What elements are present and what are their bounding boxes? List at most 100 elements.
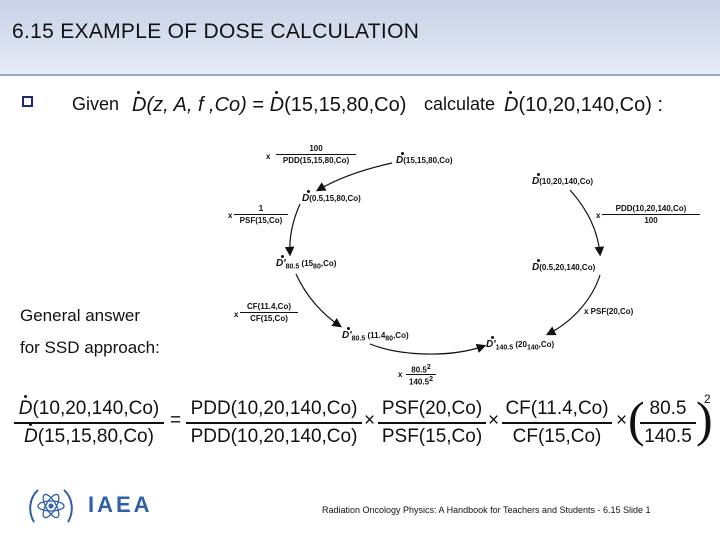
cf-denominator: CF(15,Co) bbox=[512, 425, 602, 447]
equals-sign: = bbox=[170, 410, 182, 431]
formula-lhs: D(10,20,140,Co) D(15,15,80,Co) bbox=[14, 398, 164, 448]
formula-term-pdd: PDD(10,20,140,Co) PDD(10,20,140,Co) bbox=[186, 398, 362, 448]
factor-bar bbox=[234, 214, 288, 215]
dose-rate-symbol: D bbox=[132, 94, 147, 116]
dose-args-post: ,Co) bbox=[320, 259, 337, 268]
final-formula: D(10,20,140,Co) D(15,15,80,Co) = PDD(10,… bbox=[14, 391, 714, 452]
dose-rate-symbol: D bbox=[532, 176, 540, 187]
lhs-num-args: (10,20,140,Co) bbox=[32, 398, 160, 419]
dose-args: (0.5,20,140,Co) bbox=[539, 263, 596, 272]
times-sign: × bbox=[488, 410, 500, 431]
dose-prime-subscript: 80.5 bbox=[285, 263, 300, 271]
given-lhs-args: (z, A, f ,Co) bbox=[146, 94, 247, 116]
general-answer-line-2: for SSD approach: bbox=[20, 338, 160, 357]
factor-num: 100 bbox=[309, 144, 323, 153]
factor-times: x bbox=[596, 211, 601, 220]
dose-args-sub: 140 bbox=[526, 344, 539, 352]
fraction-bar bbox=[640, 422, 696, 424]
calculate-expression: D(10,20,140,Co) : bbox=[504, 94, 663, 117]
exponent: 2 bbox=[704, 392, 711, 406]
footer-citation: Radiation Oncology Physics: A Handbook f… bbox=[322, 505, 651, 515]
factor-num: 80.52 bbox=[406, 364, 436, 375]
factor-times: x bbox=[228, 211, 233, 220]
dose-args-post: ,Co) bbox=[538, 340, 555, 349]
arrow-down-right-1 bbox=[569, 189, 605, 257]
factor-bar bbox=[406, 374, 436, 375]
formula-term-cf: CF(11.4,Co) CF(15,Co) bbox=[502, 398, 612, 448]
given-equals: = bbox=[252, 94, 265, 116]
checkbox-bullet-icon bbox=[22, 96, 33, 107]
dose-args: (10,20,140,Co) bbox=[539, 177, 594, 186]
dose-rate-symbol: D bbox=[24, 425, 38, 447]
dose-rate-symbol: D′ bbox=[276, 258, 286, 269]
dose-0-5-20-140: D(0.5,20,140,Co) bbox=[532, 262, 595, 273]
left-paren: ( bbox=[628, 391, 645, 447]
dose-prime-subscript: 80.5 bbox=[351, 335, 366, 343]
given-rhs-args: (15,15,80,Co) bbox=[284, 94, 407, 116]
factor-den: 100 bbox=[644, 216, 658, 225]
lhs-den-args: (15,15,80,Co) bbox=[37, 425, 154, 447]
dose-prime-subscript: 140.5 bbox=[495, 344, 514, 352]
formula-term-psf: PSF(20,Co) PSF(15,Co) bbox=[378, 398, 486, 448]
given-label: Given bbox=[72, 94, 120, 114]
factor-times: x bbox=[398, 370, 403, 379]
times-sign: × bbox=[616, 410, 628, 431]
arrow-down-left-2 bbox=[284, 203, 301, 257]
factor-psf-20: x PSF(20,Co) bbox=[584, 307, 634, 316]
pdd-denominator: PDD(10,20,140,Co) bbox=[190, 425, 358, 447]
psf-numerator: PSF(20,Co) bbox=[381, 398, 483, 419]
dose-rate-symbol: D bbox=[269, 94, 285, 116]
given-expression: D(z, A, f ,Co) = D(15,15,80,Co) bbox=[132, 94, 406, 117]
isl-numerator: 80.5 bbox=[649, 398, 687, 419]
fraction-bar bbox=[186, 422, 362, 424]
lhs-denominator: D(15,15,80,Co) bbox=[14, 424, 164, 448]
calculate-args: (10,20,140,Co) bbox=[518, 94, 652, 116]
dose-0-5-15-80: D(0.5,15,80,Co) bbox=[302, 193, 361, 204]
fraction-bar bbox=[14, 422, 164, 424]
times-sign: × bbox=[364, 410, 376, 431]
dose-10-20-140: D(10,20,140,Co) bbox=[532, 176, 593, 187]
dose-args-pre: (20 bbox=[515, 340, 527, 349]
fraction-bar bbox=[378, 422, 486, 424]
dose-prime-80-5: D′80.5 (1580,Co) bbox=[276, 258, 336, 271]
factor-num: 1 bbox=[258, 204, 264, 213]
factor-den: 140.52 bbox=[406, 376, 436, 387]
general-answer-line-1: General answer bbox=[20, 306, 141, 325]
slide-title: 6.15 EXAMPLE OF DOSE CALCULATION bbox=[12, 20, 420, 43]
title-divider bbox=[0, 74, 720, 76]
cf-numerator: CF(11.4,Co) bbox=[505, 398, 609, 419]
psf-denominator: PSF(15,Co) bbox=[381, 425, 483, 447]
factor-den: CF(15,Co) bbox=[250, 314, 288, 323]
fraction-bar bbox=[502, 422, 612, 424]
factor-bar bbox=[602, 214, 700, 215]
calculate-colon: : bbox=[657, 94, 663, 116]
iaea-wordmark: IAEA bbox=[88, 492, 153, 517]
dose-args-pre: (15 bbox=[301, 259, 314, 268]
pdd-numerator: PDD(10,20,140,Co) bbox=[190, 398, 358, 419]
dose-args-sub: 80 bbox=[385, 335, 394, 343]
dose-prime-80-5-b: D′80.5 (11.480,Co) bbox=[342, 330, 409, 343]
dose-args: (0.5,15,80,Co) bbox=[309, 194, 361, 203]
factor-bar bbox=[276, 154, 356, 155]
isl-den-exp: 2 bbox=[429, 376, 433, 383]
dose-rate-symbol: D bbox=[504, 94, 519, 116]
arrow-bottom bbox=[369, 343, 487, 355]
dose-args-sub: 80 bbox=[313, 263, 321, 271]
arrow-down-left-3 bbox=[295, 273, 342, 328]
dose-args-post: ,Co) bbox=[393, 331, 409, 340]
dose-prime-140-5: D′140.5 (20140,Co) bbox=[486, 339, 554, 352]
dose-rate-symbol: D′ bbox=[342, 330, 352, 341]
factor-den: PSF(15,Co) bbox=[239, 216, 283, 225]
dose-rate-symbol: D bbox=[396, 155, 404, 166]
formula-term-isl: 80.5 140.5 bbox=[640, 398, 696, 448]
lhs-numerator: D(10,20,140,Co) bbox=[14, 398, 164, 422]
isl-num-exp: 2 bbox=[426, 364, 431, 371]
dose-15-15-80: D(15,15,80,Co) bbox=[396, 155, 453, 166]
factor-den: PDD(15,15,80,Co) bbox=[282, 156, 350, 165]
factor-times: x bbox=[234, 310, 239, 319]
dose-rate-symbol: D bbox=[18, 398, 33, 419]
dose-args: (15,15,80,Co) bbox=[403, 156, 453, 165]
isl-num: 80.5 bbox=[411, 365, 427, 375]
dose-rate-symbol: D′ bbox=[486, 339, 496, 350]
